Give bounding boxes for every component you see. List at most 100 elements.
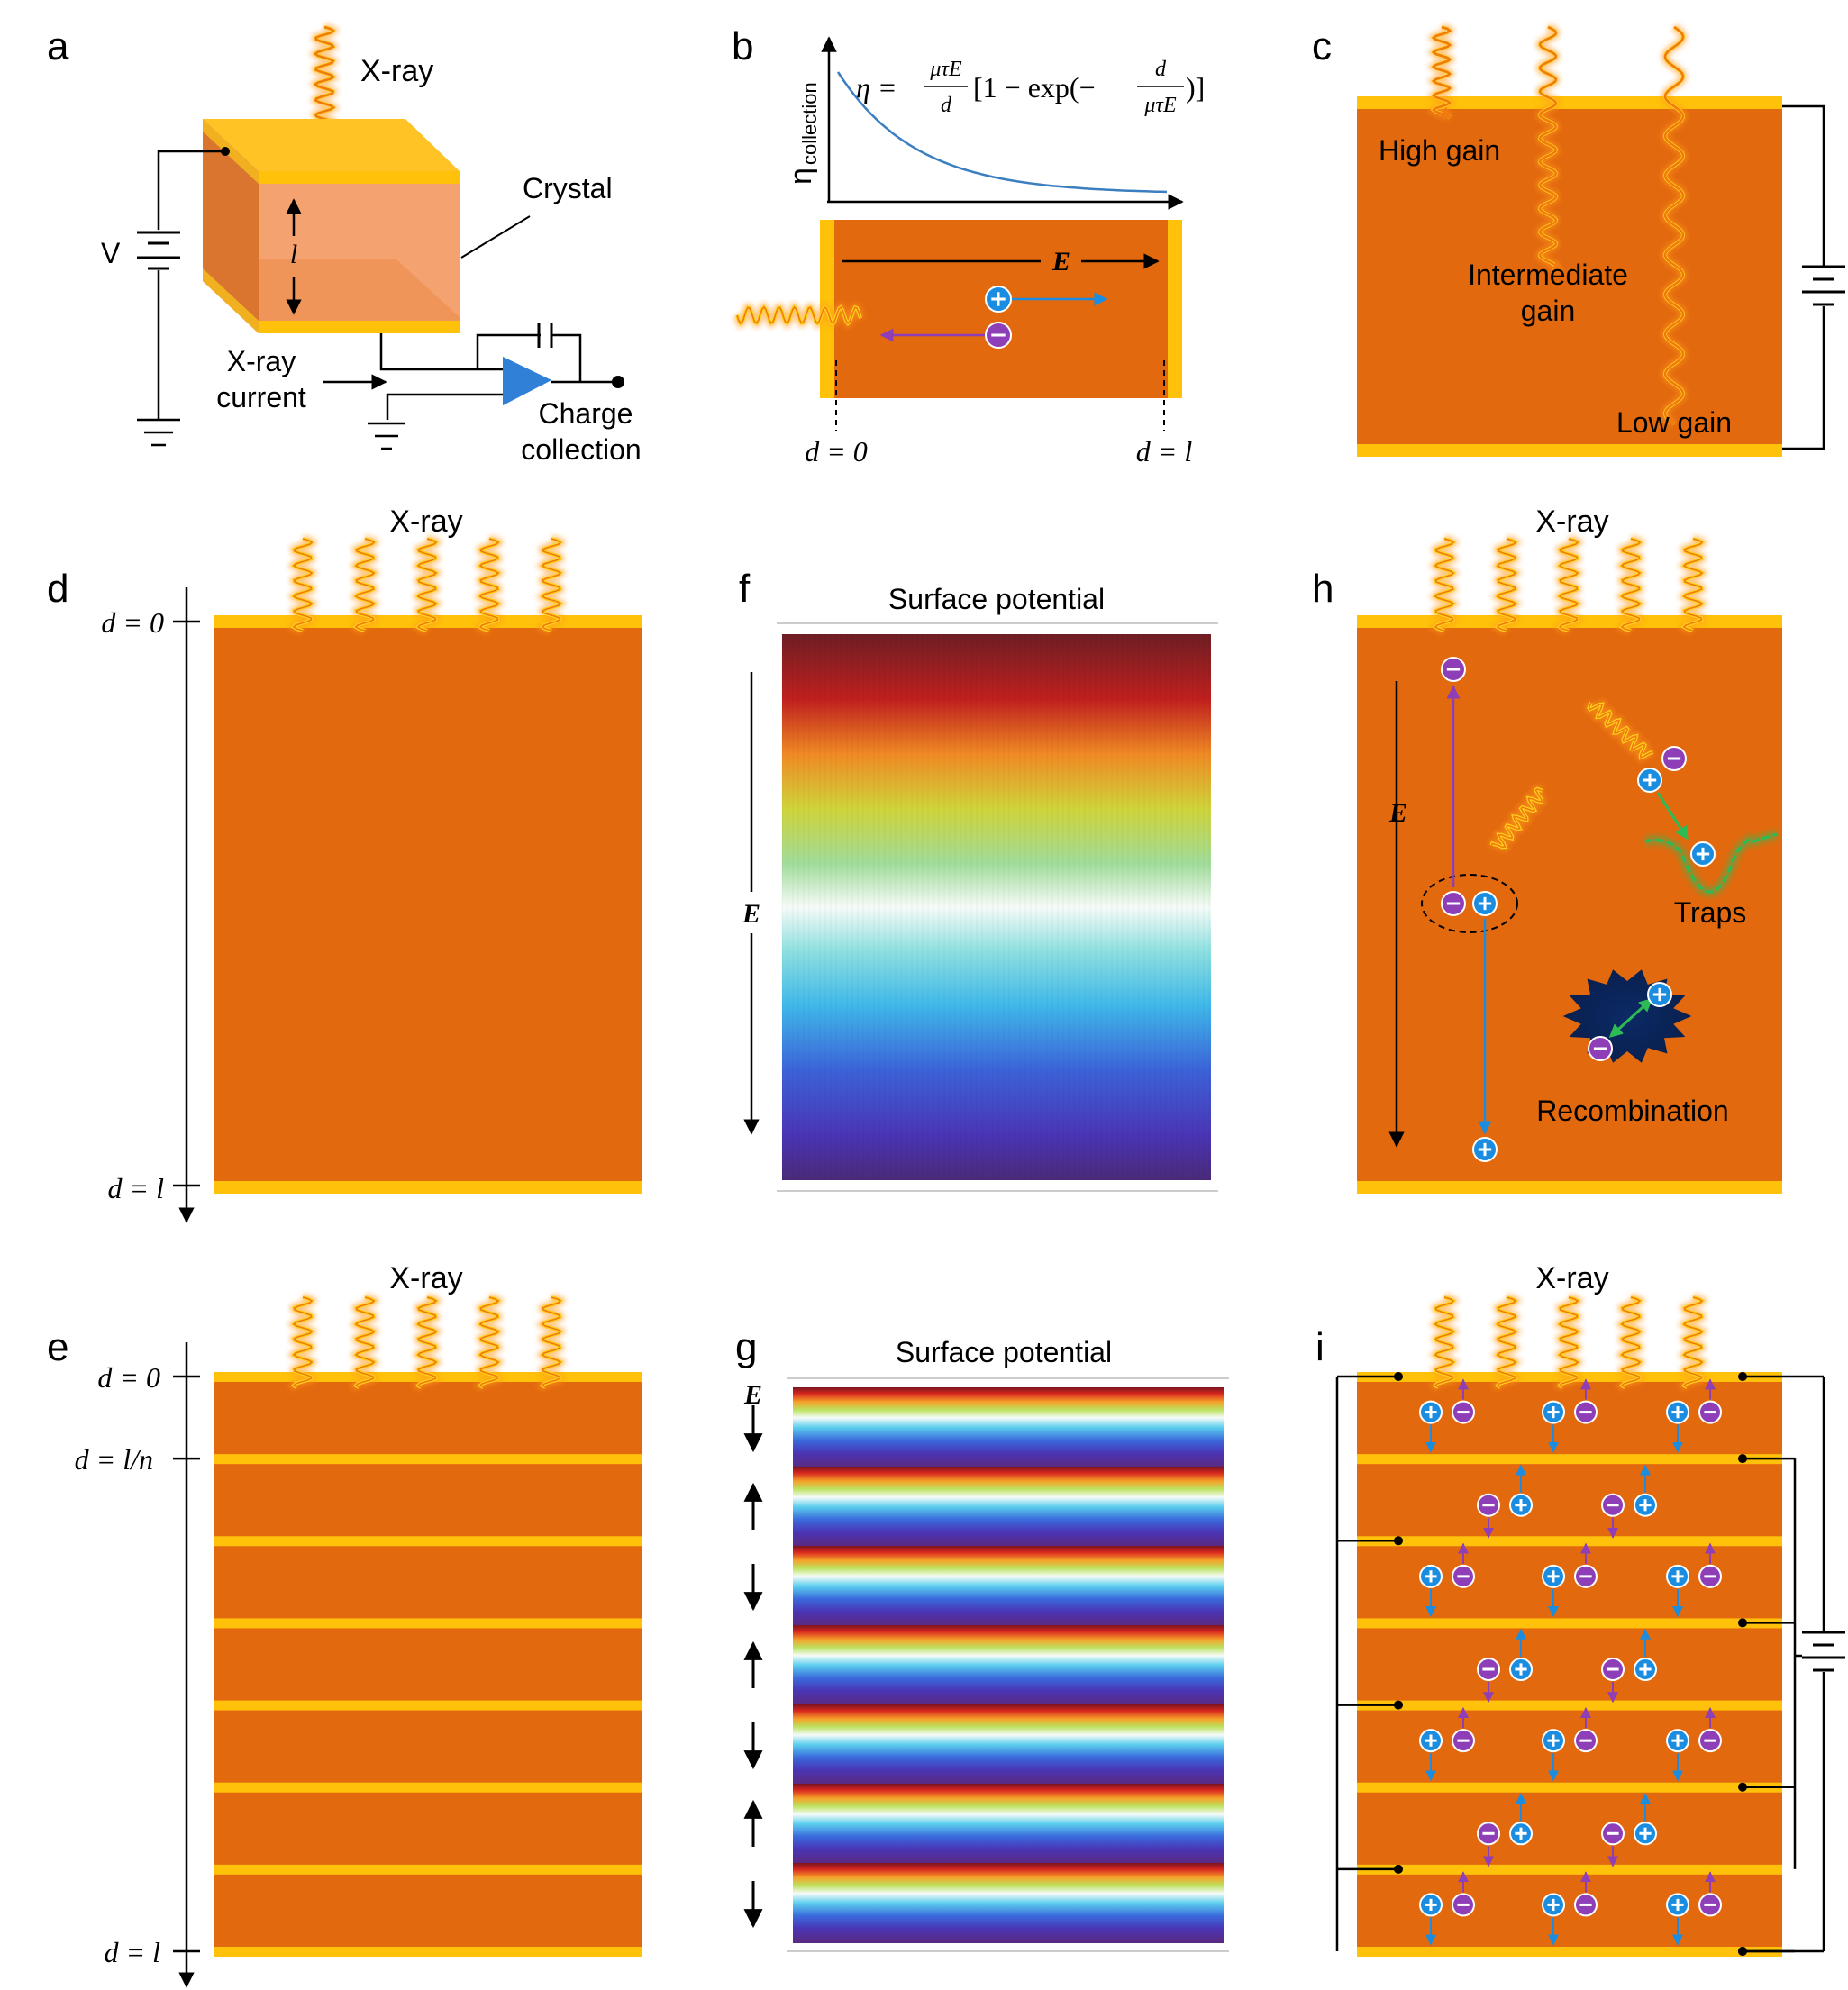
hole-carrier [1542,1400,1565,1424]
electron-carrier [1601,1493,1625,1517]
trap-well [1644,832,1778,894]
equation-end: )] [1186,71,1205,104]
layer-electrode [1357,1536,1782,1547]
xray-core [1682,538,1704,632]
hole-carrier [1419,1893,1443,1917]
xray-wave [535,534,568,635]
battery-wire [1782,306,1825,450]
crystal-body [214,1377,642,1951]
layer-electrode [214,1536,642,1547]
electron-carrier [1698,1400,1722,1424]
xray-wave [535,1293,568,1391]
panel-label: g [735,1325,757,1369]
xray-wave [1552,1293,1585,1391]
equation-lhs: η = [856,71,897,104]
xray-core [1588,702,1653,759]
xray-label: X-ray [1535,504,1608,539]
d0-label: d = 0 [97,1361,160,1394]
xray-core [1558,1296,1579,1388]
electron-carrier [1601,1658,1625,1681]
hole-carrier [1666,1400,1689,1424]
hole-carrier [1509,1493,1533,1517]
equation-mid: [1 − exp(− [973,71,1096,104]
right-electrode [1168,220,1182,398]
hole-carrier [985,286,1012,313]
xray-core [1490,788,1543,849]
bottom-electrode [1357,1181,1782,1194]
xray-wave [411,534,443,635]
dn-label: d = l/n [75,1443,153,1476]
hole-carrier [1666,1893,1689,1917]
electron-carrier [985,322,1012,349]
xray-wave [473,1293,505,1391]
layer-electrode [214,1700,642,1711]
battery-wire-top [157,150,225,230]
high-gain-label: High gain [1379,134,1500,167]
feedback-wire [551,333,582,382]
xray-core [541,1296,562,1388]
layer-electrode [1357,1947,1782,1957]
electron-carrier [1441,891,1466,916]
signal-wire [379,333,503,371]
layer-electrode [214,1454,642,1465]
connection-node [1394,1372,1403,1381]
output-node [612,376,624,388]
xray-core [478,1296,500,1388]
xray-wave [1584,699,1654,764]
hole-carrier [1509,1658,1533,1681]
voltage-label: V [101,237,121,269]
xray-wave [1426,23,1457,121]
connection-node [1394,1536,1403,1546]
xray-wave [733,301,865,330]
xray-core [1620,538,1642,632]
trap-arrow [1656,792,1689,841]
battery-wire [1782,104,1825,267]
hole-carrier [1419,1400,1443,1424]
xray-wave [1490,1293,1523,1391]
hole-carrier [1472,1137,1498,1162]
electron-carrier [1574,1564,1598,1588]
electron-carrier [1441,657,1466,682]
layer-electrode [214,1947,642,1957]
electron-carrier [1477,1658,1500,1681]
panel-label: a [47,24,69,68]
xray-wave [411,1293,443,1391]
layer-electrode [1357,1700,1782,1711]
layer-electrode [1357,1454,1782,1465]
hole-carrier [1634,1822,1657,1846]
xray-wave [1552,534,1585,635]
xray-core [1434,538,1455,632]
xray-core [1558,538,1579,632]
hole-carrier [1690,841,1716,867]
crystal-body [1357,620,1782,1189]
d0-label: d = 0 [101,606,164,639]
layer-electrode [1357,1618,1782,1629]
crystal-side-face [203,119,259,333]
panel-label: d [47,567,68,611]
equation-den1: d [941,94,952,117]
ylabel-main: η [784,168,818,185]
charge-label: Charge [539,397,633,430]
top-electrode [1357,96,1782,109]
panel-label: c [1312,24,1332,68]
current-label: X-ray [227,345,296,377]
xray-label: X-ray [360,54,433,88]
potential-band [793,1704,1224,1785]
potential-band [793,1467,1224,1547]
electron-carrier [1452,1893,1475,1917]
low-gain-label: Low gain [1616,406,1732,439]
connection-node [1738,1372,1747,1381]
layer-electrode [214,1864,642,1875]
electron-carrier [1452,1400,1475,1424]
equation-num1: μτE [929,58,962,81]
equation-num2: d [1155,58,1167,81]
surface-potential-title: Surface potential [896,1336,1112,1368]
xray-core [416,1296,438,1388]
electron-carrier [1477,1822,1500,1846]
panel-label: h [1312,567,1334,611]
panel-label: f [739,567,751,611]
hole-carrier [1637,768,1662,793]
